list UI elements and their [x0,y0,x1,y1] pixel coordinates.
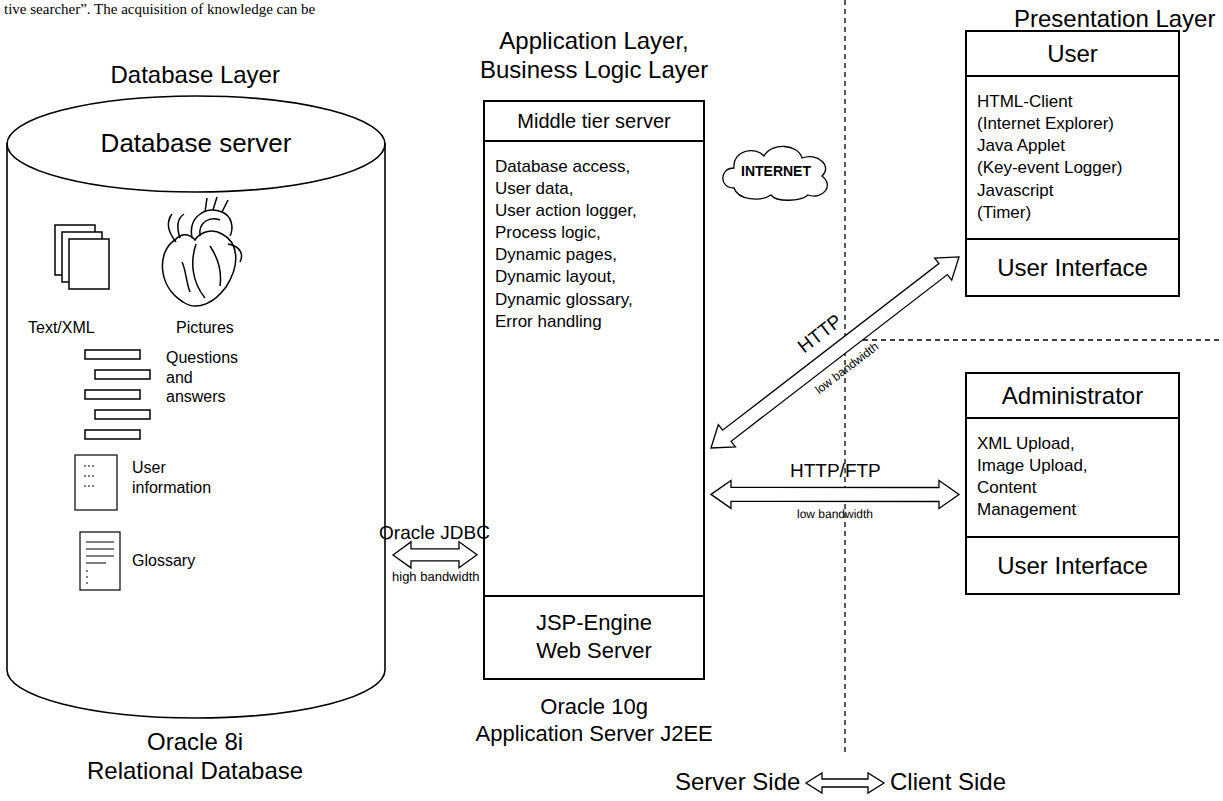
text-line: User [132,458,211,478]
text-line: Questions [166,348,238,368]
box-heading: Middle tier server [485,102,703,140]
caption-label: Oracle 10g Application Server J2EE [476,694,713,748]
text-line: information [132,478,211,498]
text-line: (Key-event Logger) [977,157,1168,179]
double-arrow [711,480,959,508]
caption-label: Server Side [675,767,800,796]
text-line: Web Server [495,637,693,666]
tier-box: UserHTML-Client (Internet Explorer) Java… [965,30,1180,297]
box-body: Database access, User data, User action … [485,140,703,595]
box-footer: User Interface [967,536,1178,593]
text-line: answers [166,387,238,407]
text-line: and [166,368,238,388]
text-line: Relational Database [87,756,303,785]
text-line: User data, [495,178,693,200]
text-line: Business Logic Layer [480,55,708,84]
user-info-document [75,455,117,510]
text-line: Oracle 10g [476,694,713,721]
text-line: Dynamic pages, [495,244,693,266]
text-line: Application Layer, [480,26,708,55]
cylinder-outline [5,95,387,720]
protocol-label: HTTP/FTP [789,459,880,482]
text-line: Error handling [495,311,693,333]
text-line: User action logger, [495,200,693,222]
box-body: XML Upload, Image Upload, Content Manage… [967,417,1178,535]
text-line: Dynamic glossary, [495,289,693,311]
text-line: Process logic, [495,222,693,244]
text-line: Content [977,477,1168,499]
text-line: HTML-Client [977,91,1168,113]
bandwidth-note: low bandwidth [797,507,873,522]
caption-label: Database Layer [111,60,280,89]
text-line: JSP-Engine [495,609,693,638]
text-line: Javascript [977,180,1168,202]
box-body: HTML-Client (Internet Explorer) Java App… [967,75,1178,238]
box-heading: Administrator [967,374,1178,417]
text-line: Image Upload, [977,455,1168,477]
text-line: Management [977,499,1168,521]
text-line: Java Applet [977,135,1168,157]
caption-label: tive searcher”. The acquisition of knowl… [4,0,315,18]
node-title: Database server [5,127,387,161]
box-heading: User [967,32,1178,75]
caption-label: Questions and answers [166,348,238,407]
bandwidth-note: high bandwidth [392,569,480,585]
text-line: (Internet Explorer) [977,113,1168,135]
side-arrow [806,773,884,793]
double-arrow [711,257,959,448]
protocol-label: Oracle JDBC [379,521,490,545]
glossary-document [80,532,120,590]
text-line: (Timer) [977,202,1168,224]
caption-label: Text/XML [28,318,95,338]
box-footer: User Interface [967,238,1178,295]
cloud-label: INTERNET [741,162,811,180]
caption-label: Application Layer, Business Logic Layer [480,26,708,85]
database-cylinder: Database server [5,95,387,720]
double-arrow [393,542,477,568]
text-line: Oracle 8i [87,727,303,756]
caption-label: User information [132,458,211,497]
caption-label: Glossary [132,551,195,571]
text-line: Application Server J2EE [476,721,713,748]
text-line: XML Upload, [977,433,1168,455]
document-stack-icon [55,225,109,289]
heart-picture [162,197,241,306]
box-footer: JSP-Engine Web Server [485,595,703,678]
caption-label: Pictures [176,318,234,338]
question-bars [85,350,150,439]
caption-label: Presentation Layer [1014,4,1215,33]
caption-label: Client Side [890,767,1006,796]
caption-label: Oracle 8i Relational Database [87,727,303,786]
tier-box: AdministratorXML Upload, Image Upload, C… [965,372,1180,595]
role-divider [845,339,1223,340]
text-line: Database access, [495,156,693,178]
text-line: Dynamic layout, [495,266,693,288]
tier-box: Middle tier serverDatabase access, User … [483,100,705,680]
internet-cloud: INTERNET [716,140,836,202]
